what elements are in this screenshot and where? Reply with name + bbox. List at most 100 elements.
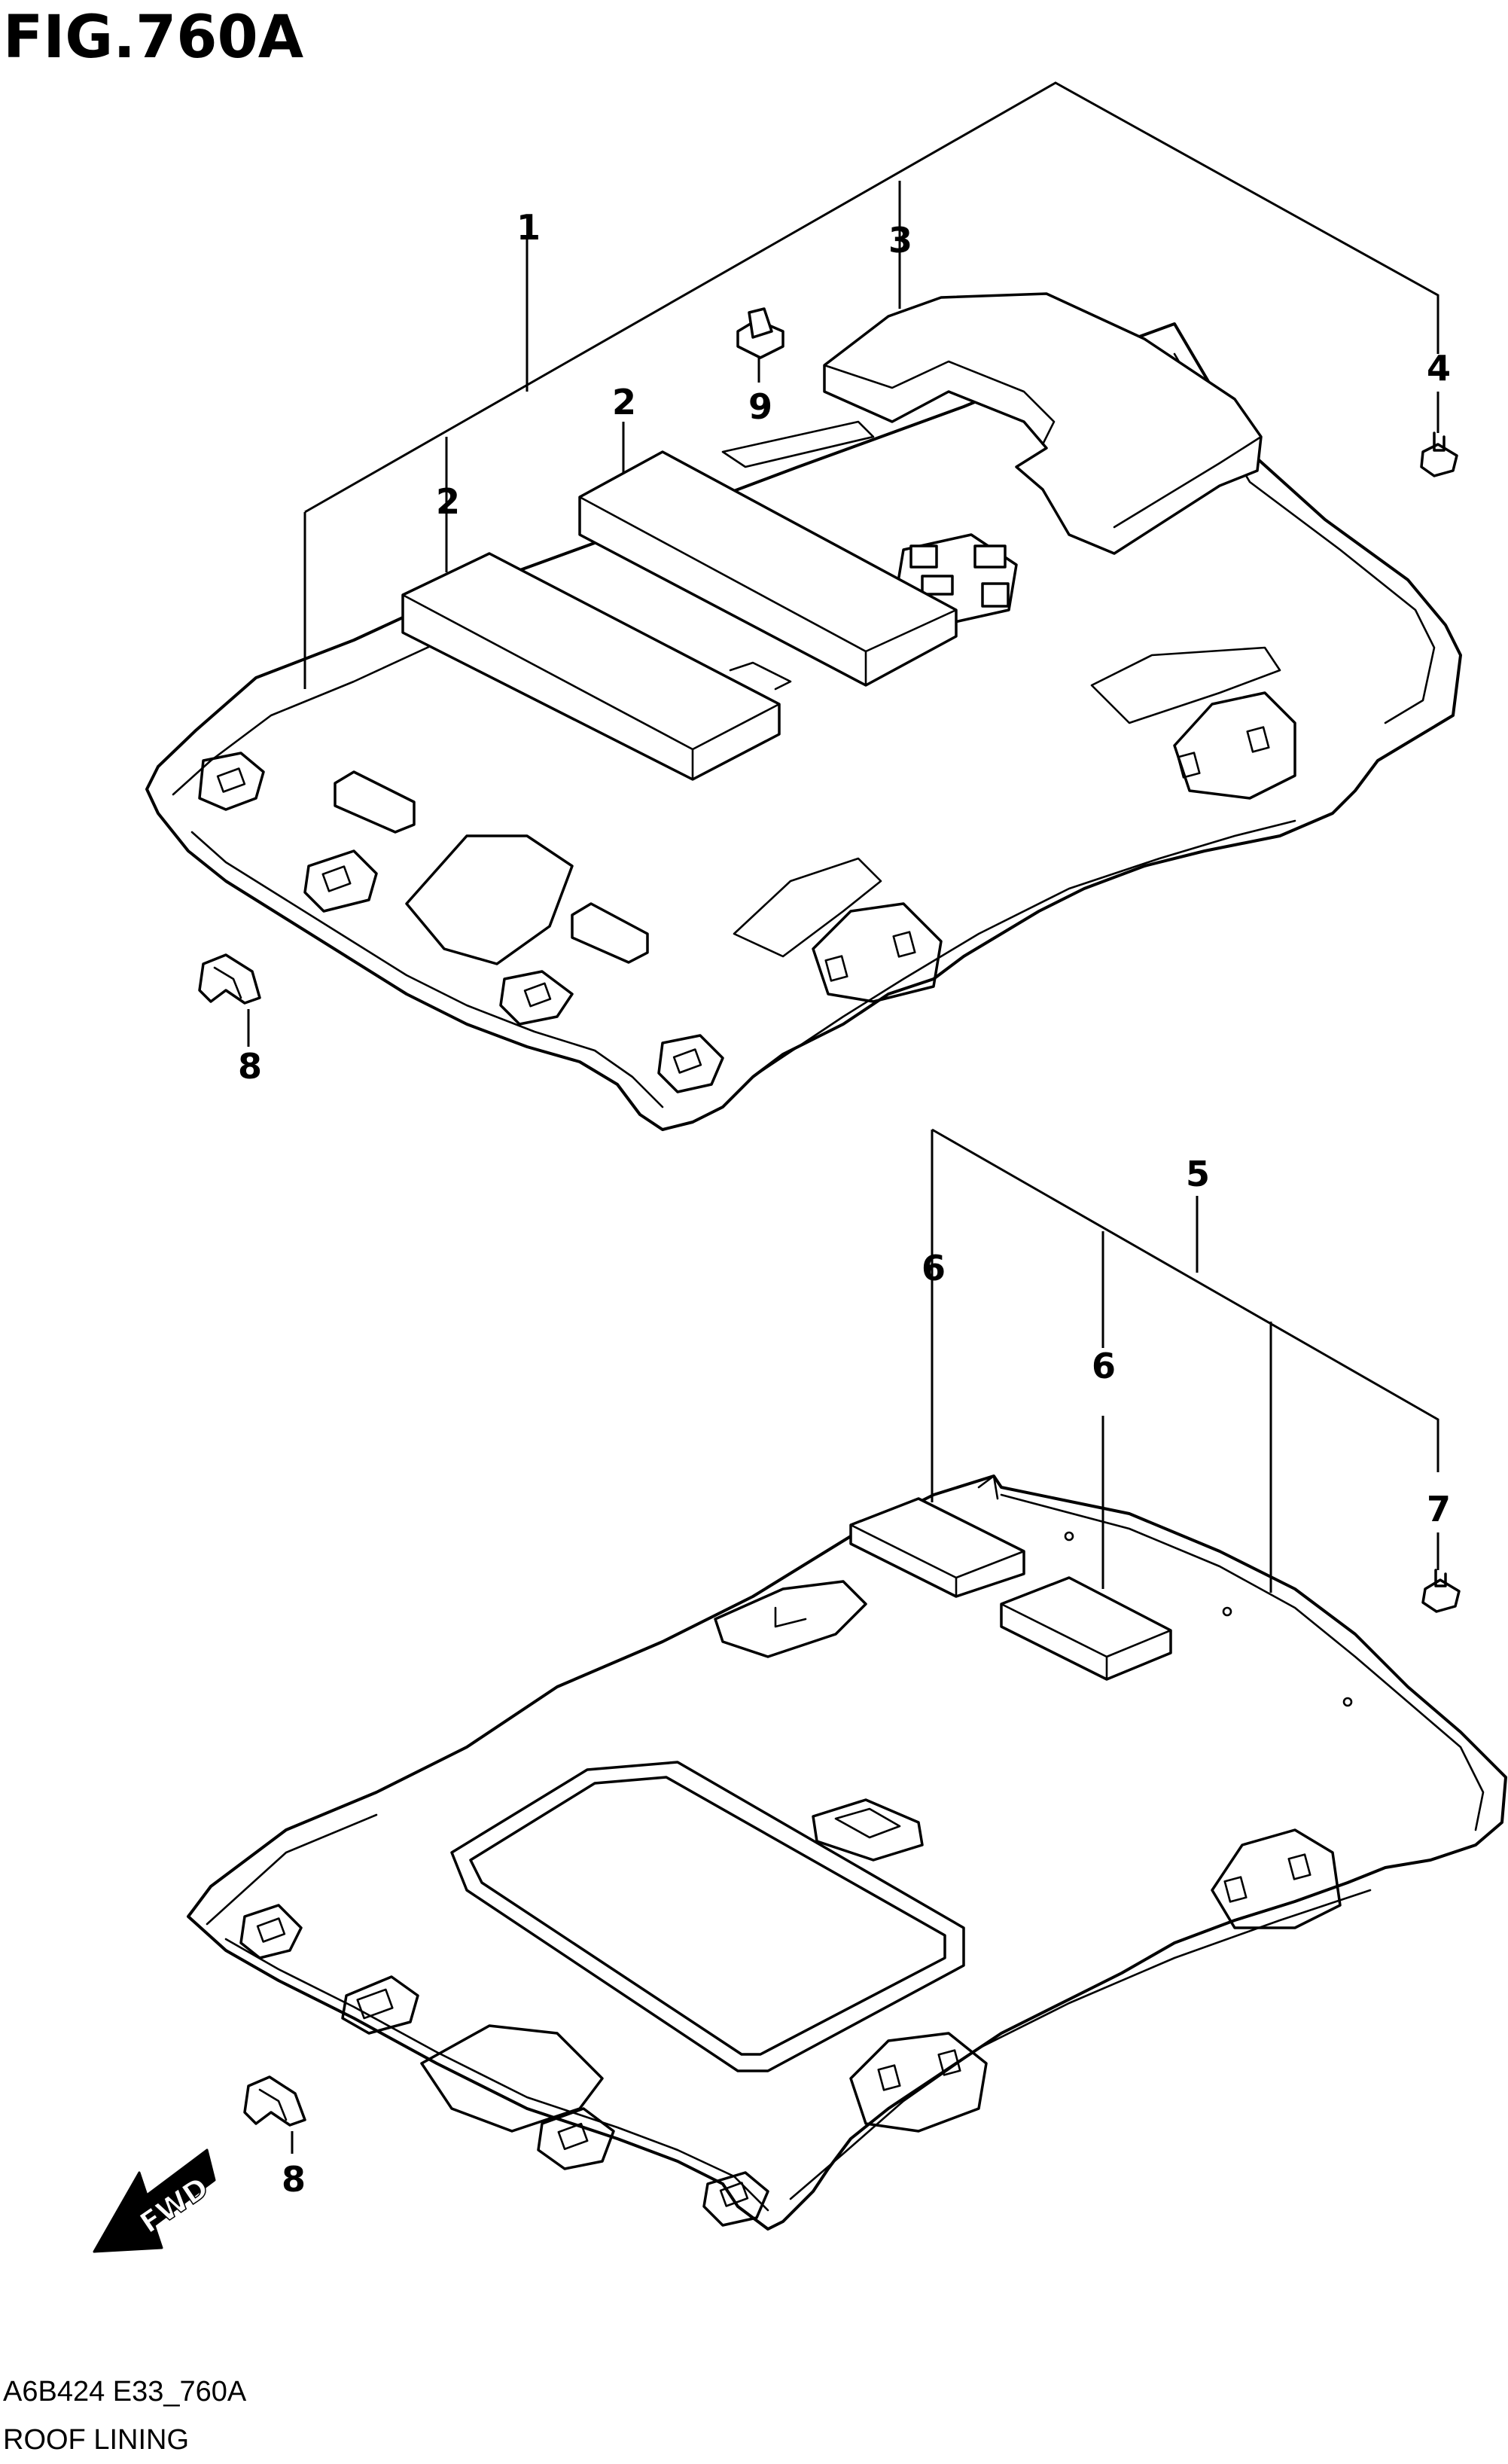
mount-hole-l8 xyxy=(1287,1853,1312,1880)
assist-grip-right-rear xyxy=(812,902,943,1003)
callout-9: 9 xyxy=(748,386,772,427)
leader-1 xyxy=(303,235,529,689)
sunroof-recess-upper xyxy=(405,834,574,965)
clip-part-9 xyxy=(736,307,784,359)
small-block-left xyxy=(334,770,416,834)
figure-code: A6B424 E33_760A xyxy=(3,2376,247,2408)
rear-recess-lower-mark xyxy=(774,1606,807,1628)
clip-part-4 xyxy=(1420,432,1458,477)
visor-mount-lower-left xyxy=(239,1904,303,1959)
pad-part-6-right xyxy=(1000,1576,1172,1681)
mount-hole-l4 xyxy=(719,2182,749,2207)
roof-lining-lower xyxy=(187,1474,1507,2231)
mount-hole-l7 xyxy=(1223,1876,1248,1903)
sunroof-opening-outer xyxy=(450,1761,965,2072)
map-lamp-3 xyxy=(981,582,1010,608)
mount-hole-l3 xyxy=(557,2122,589,2151)
mount-hole-6 xyxy=(1246,726,1270,753)
sun-visor-mount-right-front xyxy=(657,1034,724,1093)
pad-part-3-edge xyxy=(823,360,1263,529)
pad-part-6-left-edge xyxy=(849,1523,1025,1598)
dome-light-recess-upper xyxy=(499,970,574,1026)
pad-part-2-tab xyxy=(729,661,792,691)
mount-hole-l6 xyxy=(937,2049,961,2076)
clip-4-head xyxy=(1420,443,1458,477)
callout-7: 7 xyxy=(1427,1489,1451,1529)
mount-hole-1 xyxy=(216,767,246,793)
assist-grip-left-front xyxy=(303,849,378,913)
clip-part-8-lower xyxy=(243,2075,306,2127)
center-recess-lower xyxy=(420,2024,604,2133)
map-lamp-1 xyxy=(909,544,938,569)
leaders-lower xyxy=(291,1128,1439,2154)
assist-grip-right-front xyxy=(1173,691,1296,800)
callout-5: 5 xyxy=(1186,1154,1210,1194)
pad-part-2-front xyxy=(401,552,781,781)
rear-recess-lower xyxy=(714,1580,867,1658)
callout-2b: 2 xyxy=(612,382,636,422)
pad-part-2-rear-edge xyxy=(578,496,958,687)
clip-8a-detail xyxy=(213,966,242,999)
mount-hole-l2 xyxy=(356,1988,394,2020)
pad-part-3 xyxy=(823,292,1263,555)
small-block-center xyxy=(571,902,649,964)
callout-6b: 6 xyxy=(1092,1346,1116,1386)
clip-part-8-upper xyxy=(198,953,261,1005)
assist-grip-lower-left xyxy=(341,1975,419,2035)
clip-8b-detail xyxy=(258,2088,288,2121)
clip-7-head xyxy=(1421,1578,1461,1613)
callout-1: 1 xyxy=(516,207,541,248)
clip-9-body xyxy=(748,307,773,339)
clip-7-shaft xyxy=(1434,1569,1447,1587)
headliner-upper-rear-rim xyxy=(751,819,1296,1078)
dimple-1 xyxy=(1064,1531,1074,1542)
mount-hole-l1 xyxy=(256,1917,286,1943)
headliner-upper-inner-edge xyxy=(172,352,1436,1108)
visor-mount-lower-right xyxy=(702,2171,769,2227)
leaders-upper xyxy=(247,81,1439,1047)
callout-numbers: 1 2 2 3 4 9 8 5 6 6 7 8 xyxy=(238,207,1451,2200)
mount-hole-2 xyxy=(321,865,352,892)
dome-lamp-recess-lower xyxy=(812,1798,924,1862)
mount-hole-7 xyxy=(824,955,848,982)
callout-3: 3 xyxy=(888,220,912,261)
callout-6a: 6 xyxy=(922,1248,946,1288)
sun-visor-tab-right xyxy=(1090,646,1281,724)
rail-strip-upper xyxy=(721,420,875,468)
pad-part-6-left xyxy=(849,1497,1025,1598)
mount-hole-4 xyxy=(672,1048,702,1074)
dimple-2 xyxy=(1222,1606,1232,1617)
assist-grip-lower-right-front xyxy=(1211,1828,1342,1929)
leader-bracket-lower xyxy=(931,1128,1439,1502)
clip-8a-body xyxy=(198,953,261,1005)
pad-part-2-front-edge xyxy=(401,593,781,781)
sun-visor-mount-left-front xyxy=(198,752,265,811)
assist-grip-lower-right-rear xyxy=(849,2032,988,2133)
callout-4: 4 xyxy=(1427,348,1451,389)
clip-4-shaft xyxy=(1433,432,1446,452)
figure-caption: ROOF LINING xyxy=(3,2424,189,2456)
sun-visor-tab-left xyxy=(733,857,882,958)
mount-hole-l5 xyxy=(877,2064,901,2091)
leader-bracket-upper xyxy=(304,81,1439,514)
visor-mount-lower-center xyxy=(537,2107,615,2170)
figure-title: FIG.760A xyxy=(3,4,303,72)
roof-lining-upper xyxy=(145,292,1462,1131)
callout-8b: 8 xyxy=(282,2159,306,2200)
dome-lamp-lens xyxy=(834,1807,901,1839)
pad-part-2-rear xyxy=(578,450,958,687)
dimple-3 xyxy=(1342,1697,1353,1707)
mount-hole-8 xyxy=(892,931,916,958)
mount-hole-5 xyxy=(1177,752,1201,779)
clip-part-7 xyxy=(1421,1569,1461,1613)
pad-part-6-right-edge xyxy=(1000,1603,1172,1681)
sunroof-opening-inner xyxy=(469,1776,946,2056)
mount-hole-3 xyxy=(523,982,552,1008)
headliner-lower-inner-edge xyxy=(206,1493,1485,2212)
fwd-arrow: FWD xyxy=(93,2148,216,2253)
callout-2a: 2 xyxy=(436,481,460,522)
map-lamp-2 xyxy=(973,544,1007,569)
fwd-arrow-face xyxy=(99,2155,208,2243)
rear-edge-tab xyxy=(977,1474,999,1500)
